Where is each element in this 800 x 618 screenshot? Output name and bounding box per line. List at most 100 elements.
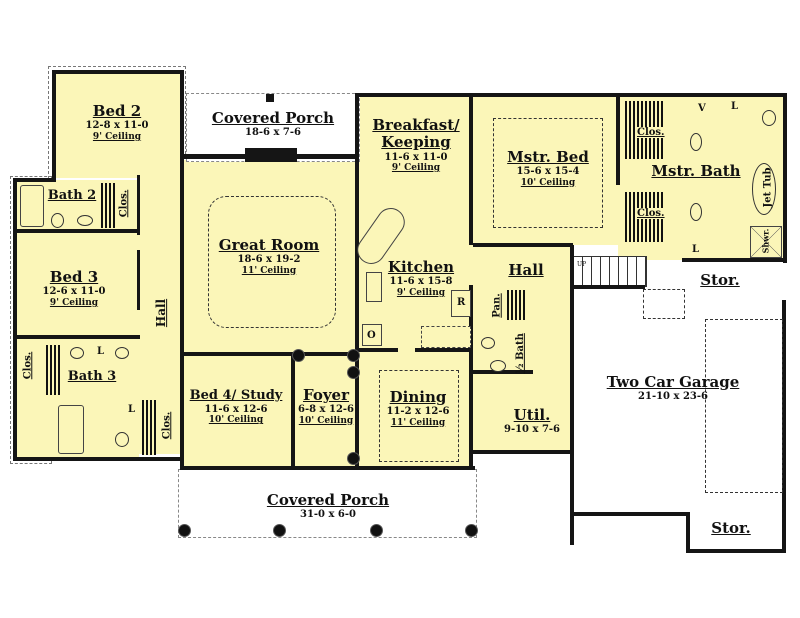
util-area	[471, 370, 571, 452]
room-label-bed4: Bed 4/ Study 11-6 x 12-6 10' Ceiling	[189, 388, 283, 426]
wall	[16, 335, 140, 339]
garage-door-outline	[705, 319, 783, 493]
room-label-great-room: Great Room 18-6 x 19-2 11' Ceiling	[218, 236, 320, 276]
linen-label: L	[731, 101, 739, 112]
oven-label: O	[367, 330, 376, 341]
sink	[690, 133, 702, 151]
oven	[362, 324, 382, 346]
column	[347, 452, 360, 465]
closet-label: Clos.	[161, 411, 173, 440]
wall	[570, 285, 645, 289]
dining-ceiling-outline	[379, 370, 459, 462]
closet	[101, 183, 115, 228]
bathtub	[58, 405, 84, 454]
mstr-bed-area	[471, 95, 618, 245]
wall	[473, 243, 573, 247]
shower-label: Shwr.	[760, 228, 771, 254]
column	[370, 524, 383, 537]
column	[292, 349, 305, 362]
column	[465, 524, 478, 537]
sink	[115, 347, 129, 359]
linen-label: L	[97, 346, 105, 357]
room-label-breakfast: Breakfast/ Keeping 11-6 x 11-0 9' Ceilin…	[372, 116, 460, 173]
room-label-storage-bottom: Stor.	[711, 519, 751, 537]
room-label-mstr-bed: Mstr. Bed 15-6 x 15-4 10' Ceiling	[507, 148, 589, 188]
wall	[570, 512, 690, 516]
room-label-garage: Two Car Garage 21-10 x 23-6	[606, 373, 740, 403]
room-label-bed2: Bed 2 12-8 x 11-0 9' Ceiling	[85, 102, 149, 142]
closet	[507, 290, 525, 320]
fireplace	[245, 148, 297, 162]
room-label-storage-top: Stor.	[700, 271, 740, 289]
room-label-front-porch: Covered Porch 31-0 x 6-0	[266, 491, 390, 521]
wall	[13, 178, 56, 182]
wall	[686, 549, 786, 553]
linen-label: L	[128, 404, 136, 415]
shower	[750, 226, 782, 258]
wall	[355, 93, 787, 97]
wall	[570, 245, 574, 545]
linen-label: L	[692, 244, 700, 255]
garage-step-outline	[643, 289, 685, 319]
wall	[291, 352, 295, 470]
room-label-kitchen: Kitchen 11-6 x 15-8 9' Ceiling	[387, 258, 455, 298]
pantry-counter	[421, 326, 471, 348]
wall	[52, 70, 184, 74]
breakfast-area	[358, 95, 471, 195]
wall	[415, 348, 471, 352]
bathtub	[20, 185, 44, 227]
wall	[358, 348, 398, 352]
column	[347, 366, 360, 379]
wall	[180, 70, 184, 470]
refrigerator	[451, 290, 471, 317]
closet-label: Clos.	[22, 351, 34, 380]
wall	[473, 370, 533, 374]
wall	[782, 300, 786, 552]
wall	[52, 70, 56, 182]
wall	[13, 457, 183, 461]
closet	[142, 400, 156, 455]
garage-area	[573, 288, 783, 548]
room-label-mstr-bath: Mstr. Bath	[651, 162, 741, 180]
mstr-bed-ceiling-outline	[493, 118, 603, 228]
pantry-label: Pan.	[491, 293, 503, 318]
wall	[473, 450, 573, 454]
closet	[46, 345, 60, 395]
column	[347, 349, 360, 362]
closet-label: Clos.	[118, 189, 130, 218]
toilet	[762, 110, 776, 126]
wall	[13, 178, 17, 461]
wall	[686, 512, 690, 552]
sink	[70, 347, 84, 359]
wall	[355, 95, 359, 470]
refrigerator-label: R	[457, 297, 466, 308]
sink	[77, 215, 93, 226]
room-label-bath2: Bath 2	[47, 188, 97, 203]
wall	[137, 250, 140, 310]
chimney-post	[266, 94, 274, 102]
toilet	[51, 213, 64, 228]
wall	[682, 258, 786, 262]
wall	[616, 95, 620, 185]
room-label-bed3: Bed 3 12-6 x 11-0 9' Ceiling	[42, 268, 106, 308]
wall	[182, 352, 357, 356]
bed2-area	[55, 73, 180, 178]
wall	[469, 285, 473, 470]
room-label-left-hall: Hall	[154, 298, 169, 328]
room-label-foyer: Foyer 6-8 x 12-6 10' Ceiling	[297, 386, 355, 426]
vanity-label: V	[698, 103, 706, 114]
wall	[16, 229, 140, 233]
dining-area	[358, 350, 472, 469]
wall	[180, 466, 475, 470]
room-label-hall: Hall	[508, 261, 544, 279]
room-label-dining: Dining 11-2 x 12-6 11' Ceiling	[386, 388, 450, 428]
wall	[137, 175, 140, 235]
bed4-area	[180, 355, 293, 469]
wall	[783, 93, 787, 263]
column	[273, 524, 286, 537]
closet-label: Clos.	[637, 127, 665, 138]
jet-tub-label: Jet Tub	[762, 167, 774, 208]
bed3-area	[16, 233, 139, 337]
jet-tub	[752, 163, 776, 215]
